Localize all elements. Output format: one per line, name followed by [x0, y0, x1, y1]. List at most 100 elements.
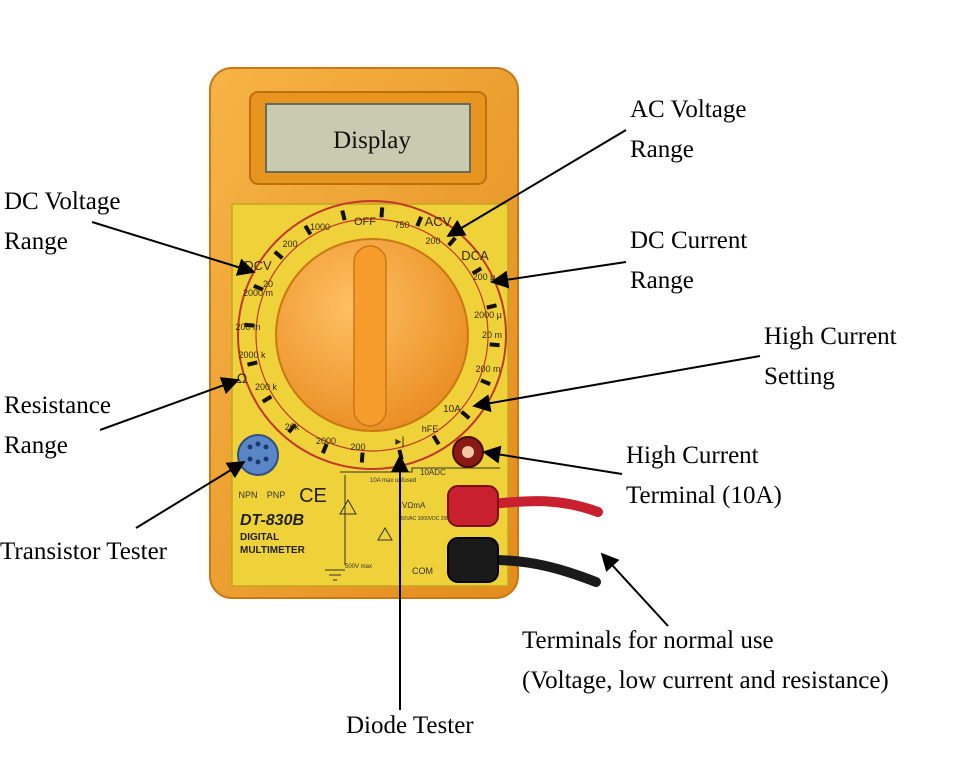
label-resistance-line1: Resistance	[4, 392, 111, 419]
dial-tick	[460, 410, 471, 420]
arrow-high-current-setting	[472, 355, 761, 413]
arrow-high-current-terminal	[482, 445, 623, 475]
label-dc-current-line1: DC Current	[630, 227, 748, 254]
arrow-dc-current	[490, 261, 627, 289]
label-high-current-terminal: High Current Terminal (10A)	[626, 436, 782, 516]
transistor-socket[interactable]	[237, 434, 279, 476]
dial-dcv-200m: 200 m	[235, 322, 260, 332]
dial-20m: 20 m	[482, 330, 502, 340]
dial-tick	[303, 224, 313, 236]
label-high-current-setting-line2: Setting	[764, 363, 835, 390]
dial-acv: ACV	[425, 214, 452, 229]
vohm-label: VΩmA	[402, 501, 426, 510]
dial-tick	[320, 443, 329, 454]
label-diode-tester: Diode Tester	[346, 706, 474, 746]
dial-2000: 2000	[316, 436, 336, 446]
warning-triangle2-icon	[377, 527, 393, 541]
dial-2000u: 2000 μ	[474, 310, 502, 320]
dial-tick	[359, 452, 365, 463]
label-dc-voltage-line2: Range	[4, 228, 68, 255]
label-dc-current-line2: Range	[630, 267, 694, 294]
dial-20k: 20k	[285, 422, 300, 432]
dial-tick	[247, 360, 258, 367]
label-ac-voltage-line2: Range	[630, 136, 694, 163]
label-resistance-line2: Range	[4, 432, 68, 459]
dial-200: 200	[350, 442, 365, 452]
dial-tick	[340, 210, 347, 221]
label-high-current-terminal-line1: High Current	[626, 442, 759, 469]
arrow-resistance	[99, 377, 240, 431]
ground-icon	[325, 569, 345, 581]
label-transistor-tester: Transistor Tester	[0, 532, 167, 572]
label-high-current-setting: High Current Setting	[764, 317, 897, 397]
dial-tick	[287, 423, 297, 434]
pnp-label: PNP	[267, 490, 286, 500]
brand-line1: DIGITAL	[240, 532, 279, 543]
warning-triangle-icon	[339, 498, 357, 515]
dial-dcv-20: 20	[263, 279, 273, 289]
high-current-jack-center	[462, 446, 474, 458]
label-ac-voltage-line1: AC Voltage	[630, 96, 747, 123]
display-label: Display	[333, 127, 411, 154]
lcd-screen	[265, 103, 471, 173]
com-label: COM	[412, 566, 433, 576]
label-transistor-tester-line1: Transistor Tester	[0, 538, 168, 565]
knob-pointer[interactable]	[353, 245, 387, 427]
dial-tick	[253, 283, 264, 292]
dial-tick	[244, 322, 255, 328]
label-normal-terminals-line2: (Voltage, low current and resistance)	[522, 667, 889, 694]
dial-off: OFF	[354, 216, 376, 228]
red-plug[interactable]	[447, 485, 499, 527]
dial-200u: 200 μ	[473, 272, 496, 282]
dial-tick	[480, 378, 491, 387]
dial-200k: 200 k	[255, 382, 278, 392]
label-dc-voltage: DC Voltage Range	[4, 182, 120, 262]
npn-label: NPN	[238, 490, 257, 500]
arrow-dc-voltage	[91, 221, 256, 276]
model-name: DT-830B	[240, 512, 304, 529]
label-dc-voltage-line1: DC Voltage	[4, 188, 121, 215]
dial-dcv-2000m: 2000 m	[243, 288, 273, 298]
dial-tick	[415, 216, 424, 227]
dial-tick	[273, 250, 284, 260]
dial-inner-ring	[255, 218, 489, 452]
dial-200m-a: 200 m	[475, 364, 500, 374]
label-resistance: Resistance Range	[4, 386, 111, 466]
dial-tick	[489, 342, 500, 348]
dial-tick	[447, 236, 457, 247]
dial-10a: 10A	[443, 404, 461, 415]
label-normal-terminals: Terminals for normal use (Voltage, low c…	[522, 621, 889, 701]
dial-750: 750	[394, 220, 409, 230]
warning-a: 10A max unfused	[370, 478, 416, 484]
diode-symbol: ▸|	[395, 434, 404, 448]
label-high-current-terminal-line2: Terminal (10A)	[626, 482, 782, 509]
dial-tick	[471, 266, 483, 276]
socket-holes	[247, 441, 269, 465]
dial-2000k: 2000 k	[238, 350, 266, 360]
warning-outline	[340, 467, 500, 473]
brand-line2: MULTIMETER	[240, 545, 306, 556]
dial-ohm: Ω	[237, 370, 247, 386]
ten-adc-label: 10ADC	[420, 468, 446, 477]
arrow-normal-terminals	[600, 552, 669, 627]
arrow-transistor-tester	[135, 461, 246, 529]
dial-tick	[431, 434, 441, 446]
dial-tick	[261, 394, 273, 404]
label-dc-current: DC Current Range	[630, 221, 747, 301]
dial-tick	[379, 207, 385, 218]
red-lead[interactable]	[487, 496, 603, 517]
dial-dca: DCA	[461, 248, 489, 263]
black-plug[interactable]	[447, 537, 499, 583]
black-lead[interactable]	[487, 555, 601, 587]
label-high-current-setting-line1: High Current	[764, 323, 897, 350]
max-note: 500V max	[345, 564, 372, 570]
arrow-ac-voltage	[446, 129, 627, 237]
dial-dcv-200: 200	[282, 239, 297, 249]
dial-acv-200: 200	[425, 236, 440, 246]
dial-ring	[237, 200, 507, 470]
dial-hfe: hFE	[422, 424, 439, 434]
label-normal-terminals-line1: Terminals for normal use	[522, 627, 774, 654]
dial-tick	[486, 303, 497, 310]
